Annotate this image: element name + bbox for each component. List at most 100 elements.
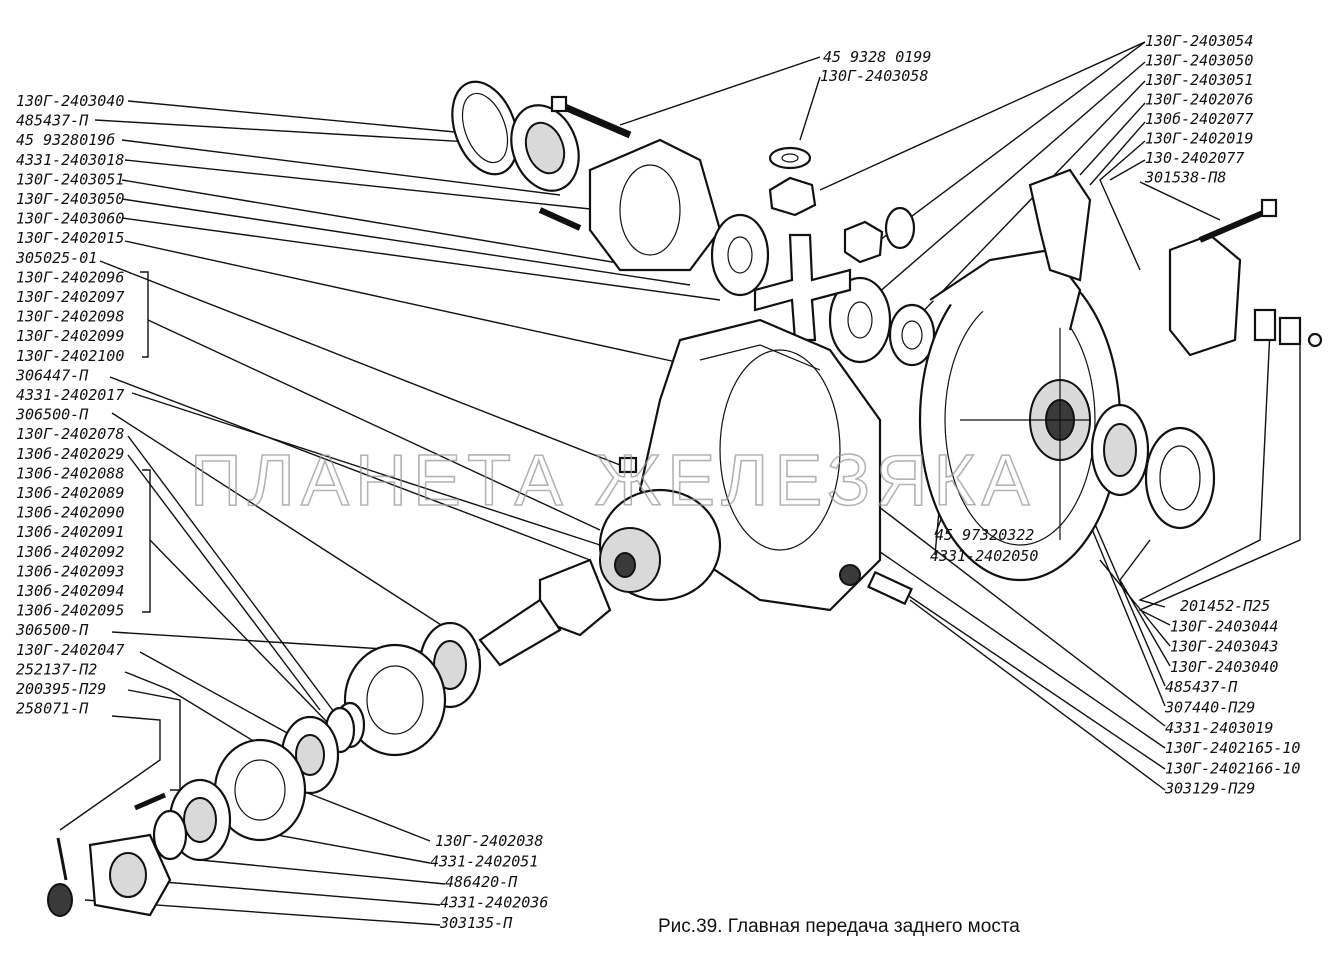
labels-center: 45 97320322 4331-2402050	[930, 526, 1038, 565]
labels-right-bottom: 201452-П25 130Г-2403044 130Г-2403043 130Г-2…	[1164, 597, 1300, 798]
bolt-top	[550, 95, 632, 139]
label-left-31: 258071-П	[16, 700, 89, 718]
side-gear-right	[828, 276, 892, 364]
label-left-30: 200395-П29	[16, 680, 106, 698]
satellite-gear-top	[768, 176, 817, 217]
label-right-top-4: 130б-2402077	[1145, 110, 1253, 128]
label-left-25: 130б-2402094	[16, 582, 124, 600]
label-right-bottom-6: 4331-2403019	[1165, 719, 1273, 737]
label-left-10: 130Г-2402097	[16, 288, 124, 306]
label-right-top-2: 130Г-2403051	[1145, 71, 1253, 89]
pinion-housing	[343, 643, 447, 757]
labels-left: 130Г-2403040 485437-П45 9328019б 4331-2403…	[15, 92, 124, 718]
seal-ring	[152, 809, 188, 861]
lock-plate	[1253, 308, 1323, 348]
label-right-top-7: 301538-П8	[1144, 169, 1226, 187]
label-right-top-1: 130Г-2403050	[1145, 52, 1253, 70]
label-left-5: 130Г-2403050	[16, 190, 124, 208]
label-right-top-0: 130Г-2403054	[1145, 32, 1253, 50]
label-left-22: 130б-2402091	[16, 523, 124, 541]
label-right-bottom-9: 303129-П29	[1164, 780, 1255, 798]
label-left-9: 130Г-2402096	[16, 268, 124, 286]
label-bottom-4: 303135-П	[439, 914, 513, 932]
tapered-bearing-top	[510, 104, 580, 192]
label-top-1: 130Г-2403058	[820, 67, 928, 85]
figure-caption: Рис.39. Главная передача заднего моста	[658, 916, 1020, 937]
bearing-cup-top	[451, 80, 519, 176]
label-left-8: 305025-01	[15, 249, 97, 267]
pinion-bearing-cage	[598, 488, 722, 602]
label-left-23: 130б-2402092	[16, 543, 124, 561]
label-right-bottom-4: 485437-П	[1165, 678, 1238, 696]
label-left-27: 306500-П	[15, 621, 89, 639]
label-left-28: 130Г-2402047	[16, 641, 124, 659]
adjusting-nut-right	[1144, 426, 1216, 530]
bearing-cap-left	[1028, 168, 1092, 282]
label-left-16: 306500-П	[15, 406, 89, 424]
bolt-mid	[538, 207, 582, 231]
label-left-20: 130б-2402089	[16, 484, 124, 502]
castle-nut	[47, 883, 73, 917]
plug	[618, 456, 638, 474]
label-left-4: 130Г-2403051	[16, 170, 124, 188]
label-center-0: 45 97320322	[935, 526, 1034, 544]
label-left-15: 4331-2402017	[16, 386, 124, 404]
label-left-14: 306447-П	[15, 366, 89, 384]
label-bottom-1: 4331-2402051	[430, 853, 538, 871]
label-right-bottom-7: 130Г-2402165-10	[1165, 739, 1300, 757]
label-right-bottom-3: 130Г-2403040	[1170, 658, 1278, 676]
cap-bolt	[1198, 198, 1278, 243]
washer-right	[888, 303, 936, 367]
label-right-bottom-8: 130Г-2402166-10	[1165, 759, 1300, 777]
label-left-18: 130б-2402029	[16, 445, 124, 463]
label-right-top-6: 130-2402077	[1145, 149, 1244, 167]
label-center-1: 4331-2402050	[930, 547, 1038, 565]
satellite-gear-right	[843, 206, 916, 264]
stud-bolt	[839, 564, 913, 606]
label-left-26: 130б-2402095	[16, 602, 124, 620]
label-bottom-3: 4331-2402036	[440, 894, 548, 912]
label-right-bottom-1: 130Г-2403044	[1170, 617, 1278, 635]
label-right-bottom-2: 130Г-2403043	[1170, 638, 1278, 656]
leader-lines	[59, 41, 1301, 926]
tapered-bearing-right	[1090, 403, 1150, 497]
label-left-7: 130Г-2402015	[16, 229, 124, 247]
drive-flange	[88, 833, 172, 917]
differential-case-left	[588, 138, 722, 272]
label-left-2: 45 9328019б	[16, 131, 115, 149]
label-right-bottom-0: 201452-П25	[1180, 597, 1270, 615]
label-left-3: 4331-2403018	[16, 151, 124, 169]
label-left-12: 130Г-2402099	[16, 327, 124, 345]
label-left-24: 130б-2402093	[16, 562, 124, 580]
label-left-17: 130Г-2402078	[16, 425, 124, 443]
label-right-top-5: 130Г-2402019	[1145, 130, 1253, 148]
watermark-text: ПЛАНЕТА ЖЕЛЕЗЯКА	[190, 441, 1036, 521]
label-left-6: 130Г-2403060	[16, 210, 124, 228]
label-left-0: 130Г-2403040	[16, 92, 124, 110]
thrust-washer-top	[768, 146, 812, 170]
bearing-cover	[213, 738, 307, 842]
label-left-1: 485437-П	[16, 112, 89, 130]
labels-top: 45 9328 0199 130Г-2403058	[820, 48, 931, 85]
bearing-cap-right	[1168, 233, 1242, 357]
label-bottom-2: 486420-П	[445, 873, 518, 891]
label-left-13: 130Г-2402100	[16, 347, 124, 365]
label-left-19: 130б-2402088	[16, 464, 124, 482]
ring-gear	[918, 258, 1122, 582]
labels-bottom: 130Г-2402038 4331-2402051 486420-П 4331-240…	[430, 832, 548, 932]
cotter-pin	[56, 837, 68, 881]
side-gear-left	[710, 213, 770, 297]
label-left-29: 252137-П2	[16, 660, 97, 678]
label-left-11: 130Г-2402098	[16, 308, 124, 326]
label-right-top-3: 130Г-2402076	[1145, 91, 1253, 109]
differential-spider	[753, 233, 852, 342]
label-right-bottom-5: 307440-П29	[1164, 699, 1255, 717]
bolt-small	[134, 792, 166, 811]
label-top-0: 45 9328 0199	[823, 48, 931, 66]
drive-pinion	[478, 558, 612, 667]
label-bottom-0: 130Г-2402038	[435, 832, 543, 850]
label-left-21: 130б-2402090	[16, 504, 124, 522]
